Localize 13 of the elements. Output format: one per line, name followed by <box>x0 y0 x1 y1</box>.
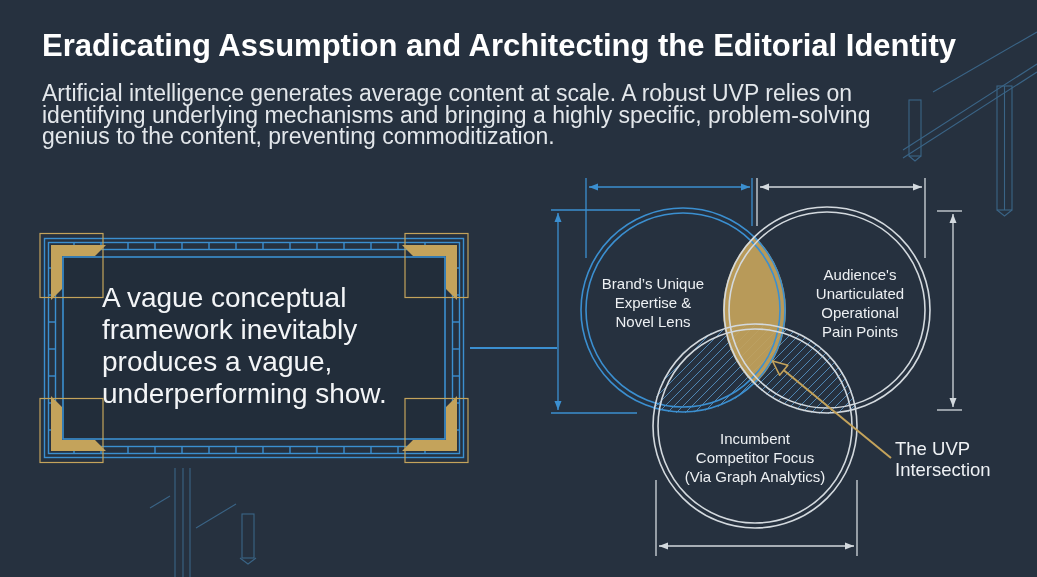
circle-label: Incumbent Competitor Focus (Via Graph Analytics) <box>683 429 827 486</box>
panel-statement: A vague conceptual framework inevitably produces a vague, underperforming show. <box>102 282 388 410</box>
venn-circle <box>580 207 786 413</box>
circle-label: Brand’s Unique Expertise & Novel Lens <box>600 274 706 331</box>
leader-arrow <box>771 360 892 459</box>
intro-paragraph: Artificial intelligence generates average content at scale. A robust UVP relies on identifying underlying mechanisms and bringing a highly specific, problem-solving genius to the content, preventing commoditization. <box>42 83 872 148</box>
venn-circle <box>723 206 931 414</box>
circle-label: Audience's Unarticulated Operational Pain Points <box>814 265 906 341</box>
callout-text: The UVP Intersection <box>891 438 1015 480</box>
highlighted-intersection <box>723 235 786 385</box>
page-title: Eradicating Assumption and Architecting the Editorial Identity <box>42 28 956 64</box>
framed-panel <box>38 232 470 464</box>
connector-line <box>469 347 558 349</box>
